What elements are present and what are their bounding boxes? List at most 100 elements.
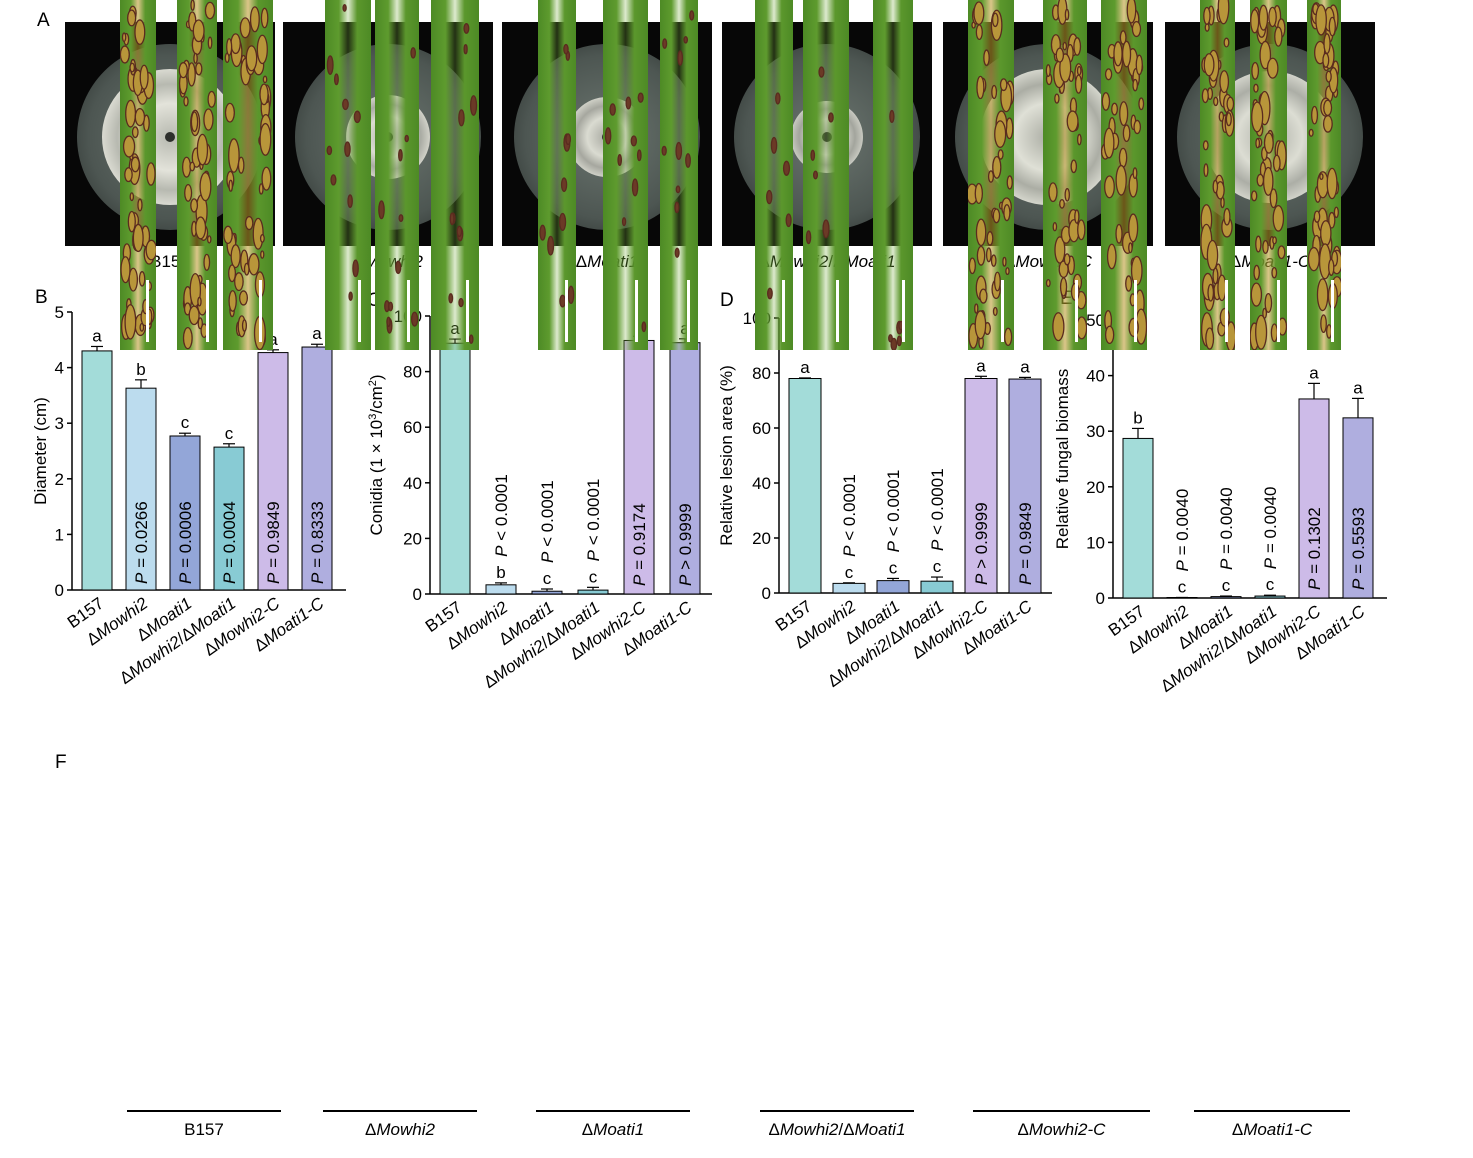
lesion-spot <box>621 217 627 227</box>
lesion-spot <box>1218 111 1225 122</box>
lesion-spot <box>183 96 189 107</box>
lesion-spot <box>1320 220 1332 247</box>
lesion-spot <box>1223 37 1230 48</box>
lesion-spot <box>1250 282 1263 307</box>
lesion-spot <box>228 179 234 192</box>
lesion-spot <box>1315 4 1327 36</box>
significance-letter: c <box>1266 575 1275 594</box>
lesion-spot <box>997 149 1004 160</box>
lesion-spot <box>539 224 546 241</box>
group-underline <box>127 1110 281 1112</box>
bar <box>832 582 866 594</box>
lesion-spot <box>609 103 616 116</box>
lesion-spot <box>1255 137 1261 149</box>
lesion-spot <box>987 170 994 183</box>
y-tick-label: 50 <box>1086 311 1105 330</box>
y-tick-label: 60 <box>752 419 771 438</box>
lesion-spot <box>560 177 568 193</box>
lesion-spot <box>1269 188 1278 209</box>
lesion-spot <box>1132 167 1138 179</box>
lesion-spot <box>1131 20 1142 38</box>
scale-bar <box>146 280 149 342</box>
lesion-spot <box>398 149 403 162</box>
p-value-label: P = 0.5593 <box>1349 507 1368 590</box>
group-underline <box>973 1110 1150 1112</box>
lesion-spot <box>1203 53 1215 77</box>
lesion-spot <box>775 92 781 105</box>
scale-bar <box>836 280 839 342</box>
lesion-spot <box>342 98 349 111</box>
rice-leaf <box>538 0 576 350</box>
lesion-spot <box>260 7 269 29</box>
y-tick-label: 0 <box>762 584 771 603</box>
lesion-spot <box>195 216 207 240</box>
lesion-spot <box>1119 30 1127 45</box>
lesion-spot <box>125 99 137 128</box>
lesion-spot <box>260 250 265 259</box>
leaf-lesions <box>1250 4 1287 350</box>
p-value-label: P > 0.9999 <box>972 502 991 585</box>
lesion-spot <box>259 83 269 106</box>
lesion-spot <box>333 73 339 86</box>
lesion-spot <box>631 178 639 197</box>
p-value-label: P < 0.0001 <box>584 479 603 562</box>
lesion-spot <box>993 271 1001 292</box>
lesion-spot <box>448 293 454 304</box>
lesion-spot <box>973 1 985 26</box>
lesion-spot <box>1263 132 1274 154</box>
lesion-spot <box>223 225 233 245</box>
bar <box>623 339 655 595</box>
lesion-spot <box>992 306 998 317</box>
lesion-spot <box>968 257 976 275</box>
lesion-spot <box>230 244 241 269</box>
lesion-spot <box>1115 164 1127 196</box>
lesion-spot <box>1045 64 1051 77</box>
lesion-spot <box>1320 314 1327 333</box>
lesion-spot <box>1066 110 1079 133</box>
lesion-spot <box>689 10 695 21</box>
lesion-spot <box>228 264 237 283</box>
leaf-lesions <box>1200 0 1235 350</box>
lesion-spot <box>1212 179 1219 194</box>
colony-center <box>165 132 175 142</box>
lesion-spot <box>1316 278 1329 312</box>
lesion-spot <box>1322 114 1333 133</box>
rice-leaf <box>1200 0 1235 350</box>
p-value-label: P = 0.9849 <box>1016 502 1035 585</box>
y-tick-label: 80 <box>403 363 422 382</box>
lesion-spot <box>1006 175 1013 190</box>
lesion-spot <box>888 334 893 343</box>
lesion-spot <box>1074 209 1080 224</box>
scale-bar <box>358 280 361 342</box>
leaf-strain-label: ΔMowhi2/ΔMoati1 <box>768 1120 906 1139</box>
lesion-spot <box>985 247 992 263</box>
lesion-spot <box>1311 105 1319 125</box>
lesion-spot <box>458 297 464 308</box>
p-value-label: P < 0.0001 <box>538 480 557 563</box>
scale-bar <box>466 280 469 342</box>
bar <box>1008 378 1042 594</box>
lesion-spot <box>889 109 895 123</box>
significance-letter: a <box>92 326 102 345</box>
lesion-spot <box>1201 88 1209 104</box>
y-axis-label: Conidia (1 × 103/cm2) <box>367 374 386 535</box>
lesion-spot <box>1074 74 1083 94</box>
lesion-spot <box>975 24 983 40</box>
significance-letter: a <box>800 358 810 377</box>
leaf-lesions <box>661 10 695 258</box>
lesion-spot <box>387 301 394 312</box>
lesion-spot <box>1054 93 1060 104</box>
lesion-spot <box>979 288 988 304</box>
lesion-spot <box>204 1 216 20</box>
lesion-spot <box>342 4 347 12</box>
lesion-spot <box>994 120 1007 148</box>
lesion-spot <box>378 200 385 220</box>
lesion-spot <box>1256 173 1265 187</box>
lesion-spot <box>1323 99 1333 117</box>
lesion-spot <box>458 109 465 127</box>
lesion-spot <box>1250 9 1260 34</box>
lesion-spot <box>1319 173 1324 181</box>
lesion-spot <box>1132 78 1139 92</box>
lesion-spot <box>326 55 334 75</box>
lesion-spot <box>398 214 404 223</box>
